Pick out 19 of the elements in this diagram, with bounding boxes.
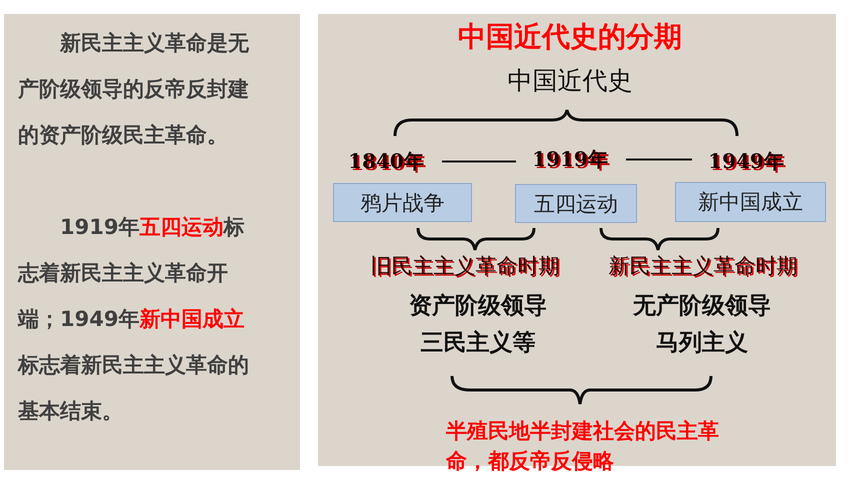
connector-line: [442, 160, 516, 162]
title: 中国近代史的分期: [457, 19, 683, 55]
heading: 中国近代史: [506, 65, 634, 97]
connector-line: [626, 158, 692, 160]
period-label: 新民主主义革命时期: [608, 253, 798, 280]
year-label: 1919年: [524, 146, 616, 173]
event-box: 鸦片战争: [333, 183, 472, 222]
body-text: 资产阶级领导: [408, 292, 548, 321]
year-label: 1840年: [340, 148, 432, 175]
conclusion-text: 半殖民地半封建社会的民主革命，都反帝反侵略: [446, 418, 720, 475]
body-text: 马列主义: [655, 329, 749, 358]
year-label: 1949年: [700, 148, 792, 175]
period-label: 旧民主主义革命时期: [370, 253, 560, 280]
body-text: 无产阶级领导: [632, 292, 772, 321]
body-text: 三民主义等: [420, 329, 536, 358]
paragraph: 1919年五四运动标志着新民主主义革命开端；1949年新中国成立标志着新民主主义革命的基本结束。: [18, 214, 250, 425]
event-box: 五四运动: [515, 184, 637, 223]
event-box: 新中国成立: [675, 182, 826, 222]
paragraph: 新民主主义革命是无产阶级领导的反帝反封建的资产阶级民主革命。: [18, 30, 250, 149]
